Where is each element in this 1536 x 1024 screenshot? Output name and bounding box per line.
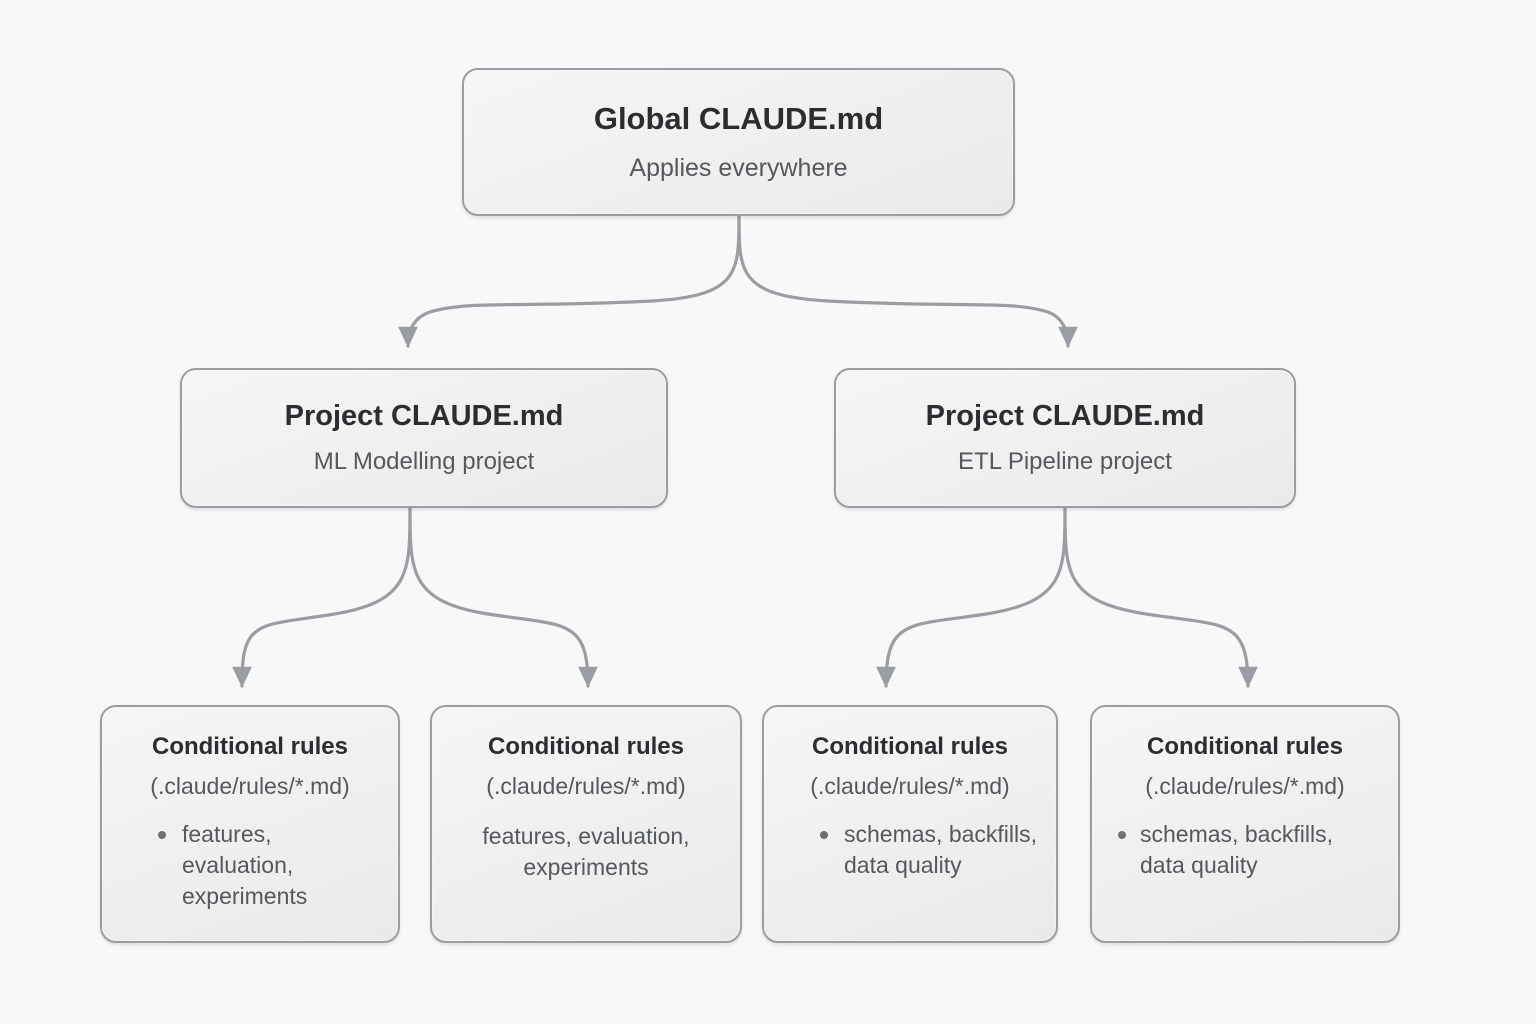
rules-list: features, evaluation, experiments	[118, 819, 382, 912]
node-conditional-rules-ml-1[interactable]: Conditional rules (.claude/rules/*.md) f…	[100, 705, 400, 943]
node-rules-path: (.claude/rules/*.md)	[810, 772, 1010, 799]
connector-root-to-project-etl	[737, 215, 1078, 348]
node-rules-path: (.claude/rules/*.md)	[1145, 772, 1345, 799]
node-rules-path: (.claude/rules/*.md)	[486, 772, 686, 799]
node-title: Global CLAUDE.md	[593, 100, 884, 136]
node-conditional-rules-etl-2[interactable]: Conditional rules (.claude/rules/*.md) s…	[1090, 705, 1400, 943]
node-subtitle: ML Modelling project	[313, 448, 535, 476]
node-title: Conditional rules	[1146, 733, 1343, 760]
node-title: Project CLAUDE.md	[925, 399, 1205, 432]
node-rules-path: (.claude/rules/*.md)	[150, 772, 350, 799]
connector-project-ml-to-leaf-2	[408, 507, 598, 688]
node-subtitle: Applies everywhere	[629, 153, 848, 182]
node-title: Conditional rules	[811, 733, 1008, 760]
node-subtitle: ETL Pipeline project	[958, 448, 1172, 476]
node-title: Conditional rules	[151, 733, 348, 760]
rules-list: schemas, backfills, data quality	[1108, 819, 1382, 881]
node-title: Conditional rules	[487, 733, 684, 760]
list-item: schemas, backfills, data quality	[818, 819, 1040, 881]
node-global-claude-md[interactable]: Global CLAUDE.md Applies everywhere	[462, 68, 1015, 216]
connector-project-ml-to-leaf-1	[232, 507, 412, 688]
connector-project-etl-to-leaf-3	[876, 507, 1067, 688]
node-conditional-rules-etl-1[interactable]: Conditional rules (.claude/rules/*.md) s…	[762, 705, 1058, 943]
node-title: Project CLAUDE.md	[284, 399, 564, 432]
rules-list: schemas, backfills, data quality	[780, 819, 1040, 881]
rules-text: features, evaluation, experiments	[482, 822, 690, 880]
connector-project-etl-to-leaf-4	[1063, 507, 1258, 688]
list-item: features, evaluation, experiments	[156, 819, 382, 912]
node-conditional-rules-ml-2[interactable]: Conditional rules (.claude/rules/*.md) f…	[430, 705, 742, 943]
connector-root-to-project-ml	[398, 215, 741, 348]
node-project-etl-pipeline[interactable]: Project CLAUDE.md ETL Pipeline project	[834, 368, 1296, 508]
node-project-ml-modelling[interactable]: Project CLAUDE.md ML Modelling project	[180, 368, 668, 508]
list-item: schemas, backfills, data quality	[1116, 819, 1382, 881]
